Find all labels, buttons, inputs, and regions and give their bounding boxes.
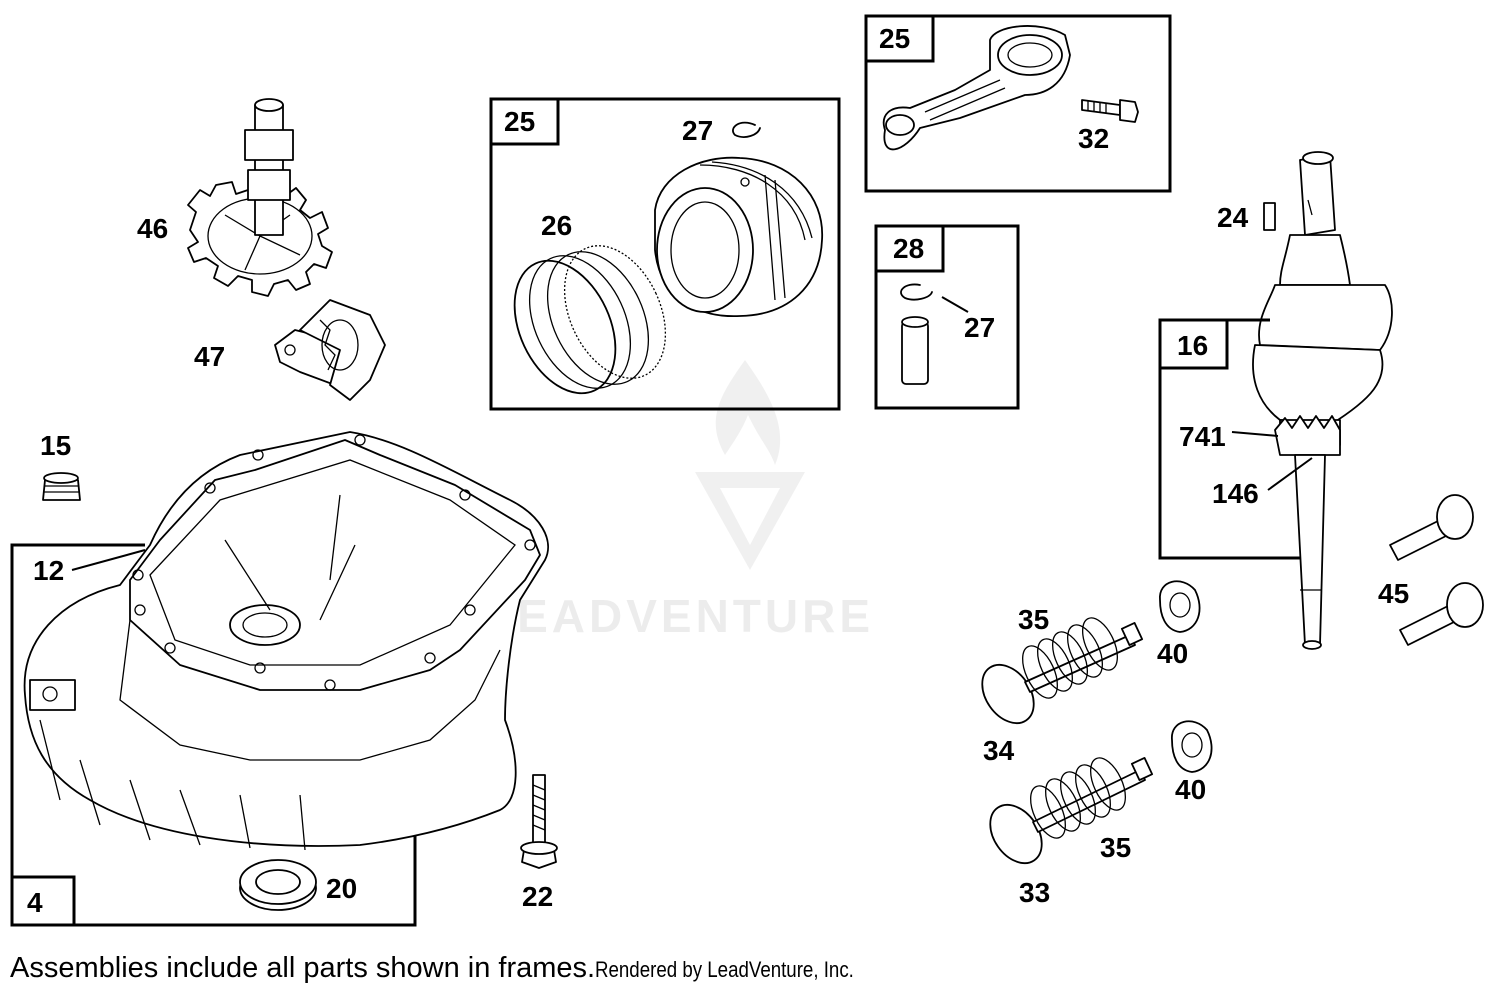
crankcase-frame: 4 [10,543,417,927]
watermark-text: LEADVENTURE [485,590,874,642]
callout-35-lower: 35 [1100,832,1131,863]
callout-15: 15 [40,430,71,461]
callout-146: 146 [1212,478,1259,509]
callout-45: 45 [1378,578,1409,609]
part-32-bolt[interactable] [1081,99,1139,123]
crankcase-part[interactable] [23,431,549,851]
part-35-spring-upper[interactable] [1015,613,1124,704]
callout-741: 741 [1179,421,1226,452]
footer-note: Assemblies include all parts shown in fr… [10,952,596,984]
part-35-spring-lower[interactable] [1023,753,1132,844]
callout-27-top: 27 [682,115,713,146]
crankshaft-frame: 16 [1158,318,1300,560]
piston-part[interactable] [654,156,823,317]
part-22-bolt[interactable] [520,774,558,869]
crankshaft-part[interactable] [1252,151,1393,650]
callout-35-upper: 35 [1018,604,1049,635]
callout-20: 20 [326,873,357,904]
part-28-piston-pin[interactable] [901,316,929,385]
part-20-seal[interactable] [239,859,317,911]
part-34-intake-valve[interactable] [972,621,1144,733]
part-45-valve-lifter[interactable] [1389,494,1484,646]
piston-frame: 25 [489,97,841,411]
callout-22: 22 [522,881,553,912]
frame-label-25a: 25 [504,106,535,137]
piston-pin-frame: 28 [874,224,1020,410]
part-27-clip-pin[interactable] [900,283,933,301]
callout-24: 24 [1217,202,1249,233]
callout-33: 33 [1019,877,1050,908]
callout-12: 12 [33,555,64,586]
callout-40-lower: 40 [1175,774,1206,805]
callouts: 46 47 15 12 20 22 27 26 32 27 24 741 146… [33,115,1409,912]
callout-46: 46 [137,213,168,244]
part-27-clip-top[interactable] [732,121,761,138]
footer-caption: Assemblies include all parts shown in fr… [10,952,900,985]
frame-label-16: 16 [1177,330,1208,361]
callout-34: 34 [983,735,1015,766]
watermark-logo: LEADVENTURE [485,360,874,642]
part-24-key[interactable] [1263,202,1276,231]
frame-label-25b: 25 [879,23,910,54]
frame-label-4: 4 [27,887,43,918]
callout-26: 26 [541,210,572,241]
connecting-rod-part[interactable] [882,25,1071,151]
callout-47: 47 [194,341,225,372]
callout-32: 32 [1078,123,1109,154]
part-26-piston-rings[interactable] [495,230,686,410]
leader-lines [71,296,1313,571]
part-40-retainer[interactable] [1159,580,1213,773]
part-15-plug[interactable] [42,472,81,501]
connecting-rod-frame: 25 [864,14,1172,193]
part-33-exhaust-valve[interactable] [980,756,1154,873]
part-47-governor[interactable] [274,299,386,401]
footer-rendered-by: Rendered by LeadVenture, Inc. [595,957,854,982]
frame-label-28: 28 [893,233,924,264]
part-46-camshaft-gear[interactable] [187,98,333,297]
callout-40-upper: 40 [1157,638,1188,669]
callout-27-pin: 27 [964,312,995,343]
